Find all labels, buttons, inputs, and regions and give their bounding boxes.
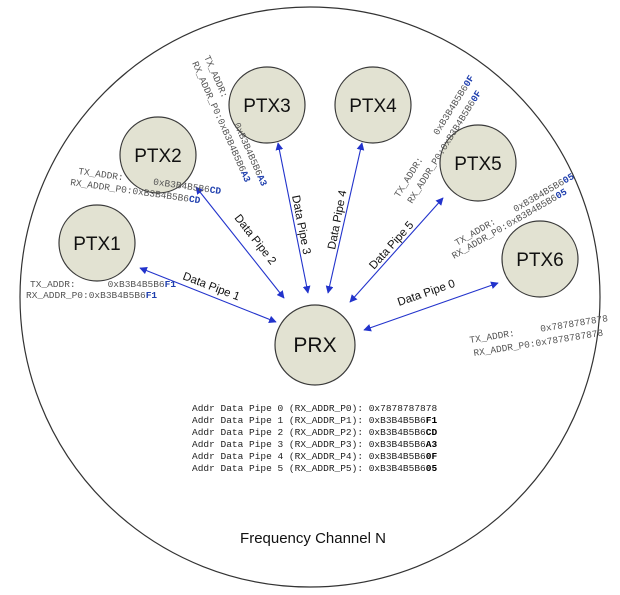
frequency-channel-label: Frequency Channel N: [240, 530, 386, 547]
address-table-row: Addr Data Pipe 0 (RX_ADDR_P0): 0x7878787…: [192, 403, 437, 414]
pipe-label-ptx3: Data Pipe 3: [289, 194, 312, 255]
node-ptx6: PTX6: [501, 220, 579, 298]
addr-ptx6: TX_ADDR:0x7878787878 RX_ADDR_P0:0x787878…: [469, 313, 609, 359]
addr-ptx1-tx-value: 0xB3B4B5B6: [108, 279, 165, 290]
addr-ptx1-tx-prefix: TX_ADDR:: [30, 279, 76, 290]
link-ptx4: [325, 142, 365, 294]
addr-ptx2-rx-hi: CD: [188, 194, 201, 207]
node-prx: PRX: [274, 304, 356, 386]
addr-ptx2: TX_ADDR:0xB3B4B5B6CD RX_ADDR_P0:0xB3B4B5…: [70, 166, 222, 206]
pipe-label-ptx4: Data Pipe 4: [326, 189, 349, 251]
addr-ptx5-tx-hi: 05: [561, 171, 577, 186]
node-label-ptx4: PTX4: [349, 96, 397, 117]
link-ptx6: [363, 281, 499, 332]
node-label-ptx2: PTX2: [134, 146, 182, 167]
addr-ptx4-rx-hi: 0F: [469, 88, 485, 104]
link-ptx2: [195, 186, 285, 299]
addr-ptx2-tx-hi: CD: [209, 185, 222, 198]
node-label-ptx1: PTX1: [73, 234, 121, 255]
pipe-label-ptx6: Data Pipe 0: [396, 278, 457, 309]
node-ptx3: PTX3: [228, 66, 306, 144]
node-label-prx: PRX: [293, 334, 336, 357]
addr-ptx5-rx-hi: 05: [554, 186, 570, 201]
node-label-ptx5: PTX5: [454, 154, 502, 175]
addr-ptx1: TX_ADDR:0xB3B4B5B6F1 RX_ADDR_P0:0xB3B4B5…: [26, 279, 176, 301]
address-table-row: Addr Data Pipe 3 (RX_ADDR_P3): 0xB3B4B5B…: [192, 439, 437, 450]
addr-ptx1-tx-hi: F1: [165, 279, 177, 290]
address-table-row: Addr Data Pipe 1 (RX_ADDR_P1): 0xB3B4B5B…: [192, 415, 437, 426]
svg-text:RX_ADDR_P0:0xB3B4B5B6F1: RX_ADDR_P0:0xB3B4B5B6F1: [26, 290, 157, 301]
addr-ptx4-tx-hi: 0F: [461, 73, 477, 89]
pipe-label-ptx1: Data Pipe 1: [181, 271, 241, 304]
pipe-label-ptx2: Data Pipe 2: [232, 212, 278, 267]
addr-ptx3-rx-hi: A3: [238, 169, 253, 184]
link-ptx1: [139, 266, 277, 324]
links-layer: [139, 142, 499, 332]
node-ptx4: PTX4: [334, 66, 412, 144]
node-ptx2: PTX2: [119, 116, 197, 194]
addr-ptx1-rx-value: 0xB3B4B5B6: [89, 290, 146, 301]
address-table-row: Addr Data Pipe 5 (RX_ADDR_P5): 0xB3B4B5B…: [192, 463, 437, 474]
link-ptx3: [275, 142, 311, 294]
address-table-row: Addr Data Pipe 4 (RX_ADDR_P4): 0xB3B4B5B…: [192, 451, 437, 462]
svg-text:TX_ADDR:0xB3B4B5B6F1: TX_ADDR: 0xB3B4B5B6F1: [30, 279, 176, 290]
addr-ptx1-rx-hi: F1: [146, 290, 158, 301]
pipe-labels: Data Pipe 1 Data Pipe 2 Data Pipe 3 Data…: [181, 189, 457, 309]
pipe-label-ptx5: Data Pipe 5: [367, 219, 416, 272]
node-ptx5: PTX5: [439, 124, 517, 202]
frequency-channel-boundary: [19, 6, 601, 588]
addr-ptx3-tx-hi: A3: [254, 173, 269, 188]
addr-ptx1-rx-prefix: RX_ADDR_P0:: [26, 290, 89, 301]
address-table-row: Addr Data Pipe 2 (RX_ADDR_P2): 0xB3B4B5B…: [192, 427, 437, 438]
address-table: Addr Data Pipe 0 (RX_ADDR_P0): 0x7878787…: [192, 403, 437, 474]
node-label-ptx3: PTX3: [243, 96, 291, 117]
node-ptx1: PTX1: [58, 204, 136, 282]
node-label-ptx6: PTX6: [516, 250, 564, 271]
